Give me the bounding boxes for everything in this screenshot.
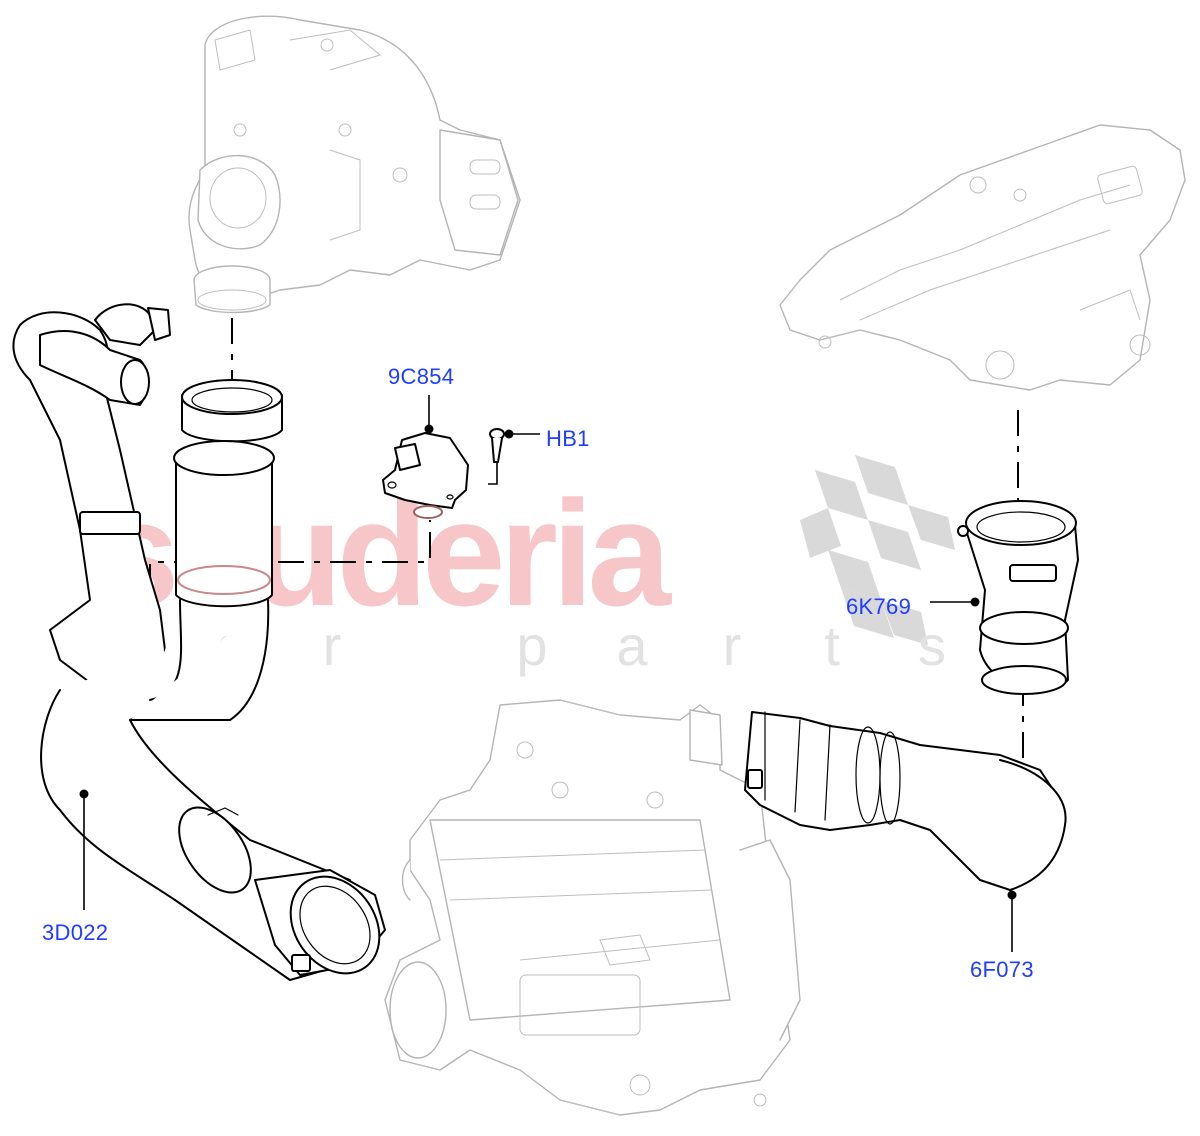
label-6F073[interactable]: 6F073 bbox=[970, 957, 1034, 982]
label-3D022[interactable]: 3D022 bbox=[42, 920, 109, 945]
part-9C854[interactable] bbox=[382, 432, 469, 519]
part-6F073[interactable] bbox=[744, 711, 1067, 891]
label-9C854[interactable]: 9C854 bbox=[388, 364, 455, 389]
turbocharger-illustration bbox=[188, 15, 521, 314]
label-HB1[interactable]: HB1 bbox=[546, 426, 590, 451]
part-HB1[interactable] bbox=[488, 428, 505, 485]
leader-lines bbox=[79, 395, 1017, 952]
checkered-flag-icon bbox=[800, 455, 955, 645]
part-3D022[interactable] bbox=[12, 303, 397, 990]
intake-manifold-illustration bbox=[779, 124, 1186, 391]
part-center-connector-hose bbox=[129, 379, 283, 721]
part-6K769[interactable] bbox=[957, 500, 1079, 695]
intercooler-illustration bbox=[384, 699, 801, 1116]
label-6K769[interactable]: 6K769 bbox=[846, 594, 912, 619]
